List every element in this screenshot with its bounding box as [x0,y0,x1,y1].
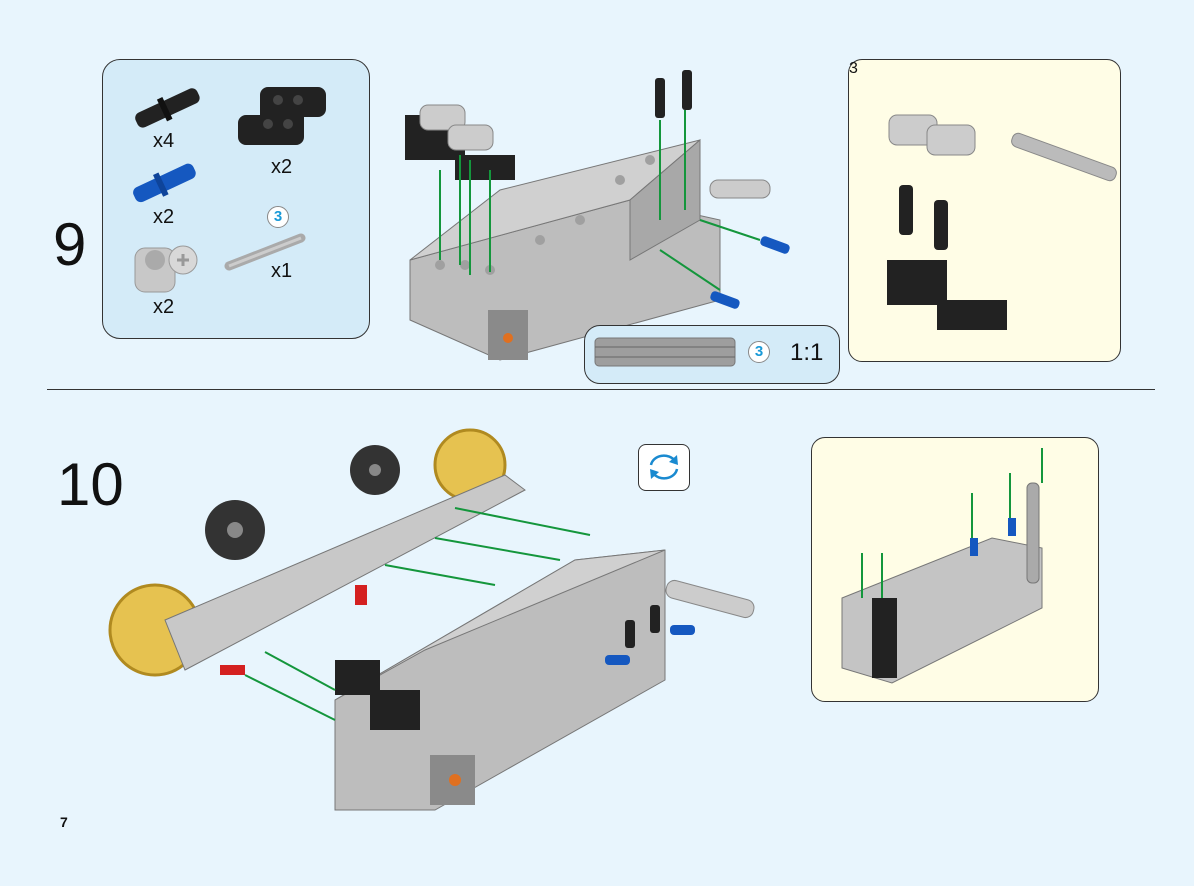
rotate-model-icon [638,444,690,491]
step-divider [47,389,1155,390]
parts-list-box: x4 x2 x2 3 x1 x2 [102,59,370,339]
step9-subassembly-box: 3 [848,59,1121,362]
gray-cross-block-icon [134,245,198,293]
qty-cross-block: x2 [153,296,175,318]
subassembly-illustration [887,114,1117,330]
step-number-9: 9 [53,211,87,278]
black-pin-icon [135,88,200,128]
page-number: 7 [60,814,68,830]
step10-subassembly-box [811,437,1099,702]
subassembly-length-badge: 3 [849,60,858,77]
qty-black-pin: x4 [153,130,175,152]
step10-model-illustration [108,428,755,811]
blue-pin-icon [133,163,196,203]
axle-3-icon [224,233,306,271]
scale-ratio: 1:1 [790,339,824,366]
scale-box: 3 1:1 [584,325,840,384]
scale-length-badge: 3 [748,341,770,363]
axle-1to1-icon [594,337,736,367]
step9-model-illustration [405,70,790,361]
qty-axle: x1 [271,260,293,282]
black-t-beam-icon [238,87,326,145]
qty-t-beam: x2 [271,156,293,178]
step-number-10: 10 [57,451,124,518]
length-badge-3: 3 [267,206,289,228]
qty-blue-pin: x2 [153,206,175,228]
step10-subassembly-illustration [841,448,1043,684]
